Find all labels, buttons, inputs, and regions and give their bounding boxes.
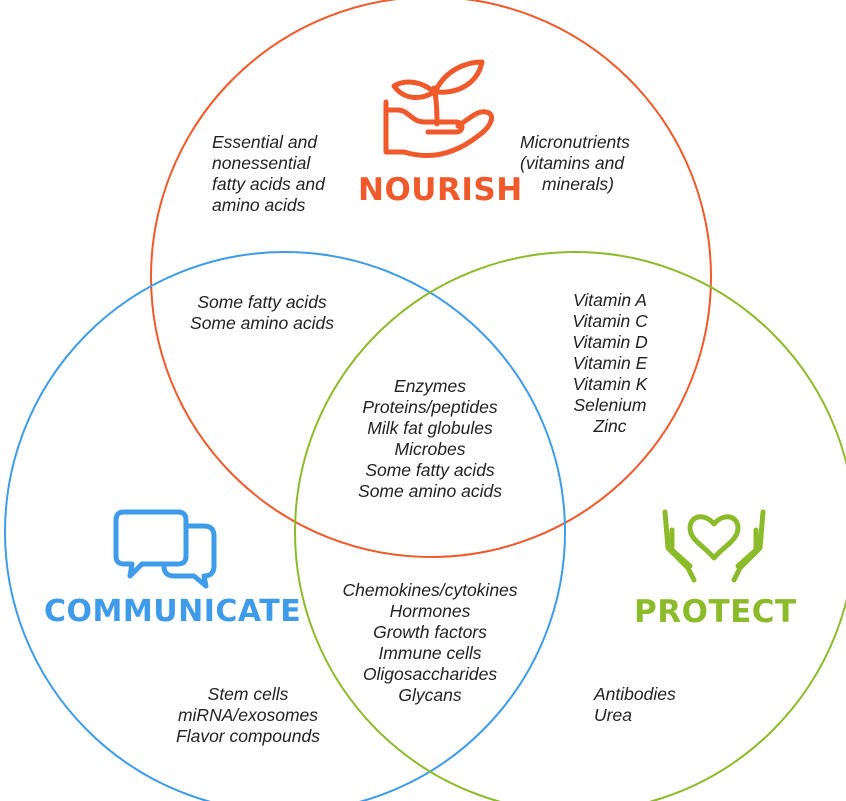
list-item: Milk fat globules: [367, 418, 493, 438]
list-item: amino acids: [212, 195, 306, 215]
list-item: Vitamin E: [572, 353, 648, 373]
list-item: Vitamin D: [572, 332, 648, 352]
list-item: minerals): [542, 174, 614, 194]
list-item: Zinc: [593, 416, 627, 436]
nourish-communicate-text: Some fatty acids Some amino acids: [190, 292, 334, 334]
nourish-title: NOURISH: [358, 172, 523, 208]
list-item: Microbes: [394, 439, 466, 459]
list-item: Growth factors: [373, 622, 487, 642]
all-three-text: Enzymes Proteins/peptides Milk fat globu…: [358, 376, 502, 502]
list-item: Essential and: [212, 132, 318, 152]
list-item: Urea: [594, 705, 632, 725]
communicate-circle: [4, 251, 566, 801]
list-item: Some amino acids: [358, 481, 502, 501]
list-item: Vitamin K: [572, 374, 648, 394]
communicate-only-text: Stem cells miRNA/exosomes Flavor compoun…: [176, 684, 320, 747]
nourish-only-right-text: Micronutrients (vitamins and minerals): [520, 132, 630, 195]
nourish-only-left-text: Essential and nonessential fatty acids a…: [212, 132, 325, 216]
list-item: nonessential: [212, 153, 311, 173]
nourish-protect-text: Vitamin A Vitamin C Vitamin D Vitamin E …: [572, 290, 648, 437]
list-item: Glycans: [398, 685, 462, 705]
heart-in-hands-icon: [662, 509, 766, 583]
communicate-protect-text: Chemokines/cytokines Hormones Growth fac…: [342, 580, 517, 706]
list-item: Some fatty acids: [197, 292, 327, 312]
communicate-title: COMMUNICATE: [44, 594, 302, 629]
list-item: Some amino acids: [190, 313, 334, 333]
list-item: Hormones: [389, 601, 471, 621]
list-item: Proteins/peptides: [362, 397, 498, 417]
protect-circle: [294, 251, 846, 801]
list-item: Stem cells: [207, 684, 289, 704]
list-item: Enzymes: [394, 376, 466, 396]
list-item: Some fatty acids: [365, 460, 495, 480]
list-item: Selenium: [573, 395, 647, 415]
speech-bubbles-icon: [113, 509, 217, 589]
protect-only-text: Antibodies Urea: [594, 684, 676, 726]
list-item: Vitamin C: [572, 311, 648, 331]
list-item: Immune cells: [378, 643, 482, 663]
protect-title: PROTECT: [634, 594, 797, 630]
plant-in-hand-icon: [383, 59, 495, 158]
list-item: Vitamin A: [573, 290, 647, 310]
nourish-circle: [150, 0, 712, 558]
list-item: Micronutrients: [520, 132, 630, 152]
list-item: (vitamins and: [520, 153, 625, 173]
list-item: miRNA/exosomes: [177, 705, 319, 725]
list-item: Flavor compounds: [176, 726, 320, 746]
list-item: Oligosaccharides: [362, 664, 498, 684]
list-item: fatty acids and: [212, 174, 325, 194]
list-item: Antibodies: [594, 684, 676, 704]
list-item: Chemokines/cytokines: [342, 580, 518, 600]
